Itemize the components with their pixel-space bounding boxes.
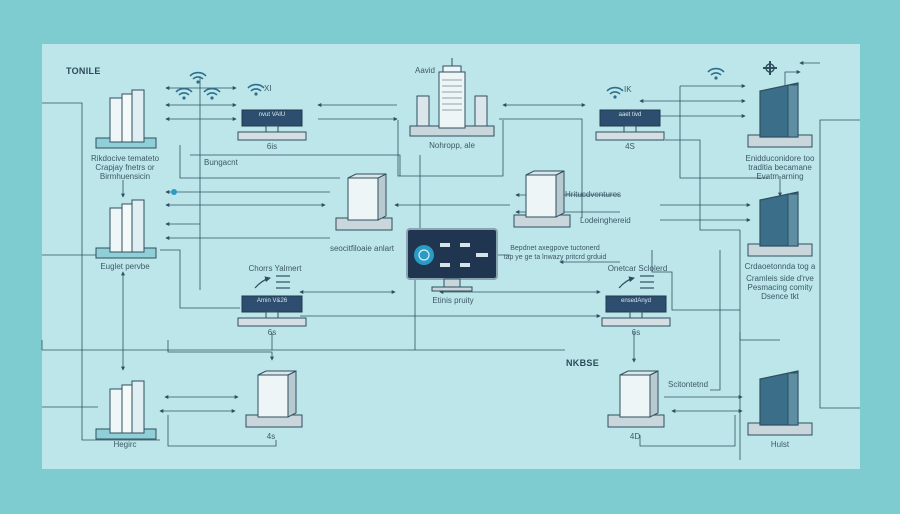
list-icon [254, 275, 654, 289]
node-label-hq-top-left: Rikdocive temateto Crapjay fnetrs or Bir… [90, 154, 160, 181]
node-label-server-left: 6s [267, 328, 277, 337]
glass-tower-icon[interactable] [747, 191, 813, 257]
wifi-icon [247, 83, 265, 97]
node-label-switch-top-right: 4S [625, 142, 635, 151]
wifi-icon [175, 87, 193, 101]
side-label: Hritucdventures [565, 190, 622, 199]
node-label-office-bottom-right: 4D [629, 432, 641, 441]
side-label: Scitontetnd [668, 380, 709, 389]
node-label-server-right: 6s [631, 328, 641, 337]
node-label-city: Nohropp, ale [429, 141, 475, 150]
wifi-icon [203, 87, 221, 101]
city-skyline-icon[interactable] [409, 58, 495, 137]
node-label-monitor: Etinis pruity [432, 296, 474, 305]
office-building-icon[interactable] [335, 173, 393, 231]
office-building-icon[interactable] [245, 370, 303, 428]
node-label-glass-tower-top: Enidduconidore too traditia becamane Eva… [745, 154, 815, 181]
node-dot [171, 189, 177, 195]
wifi-label: IK [624, 85, 632, 94]
node-label-office-mid-left: Euglet pervbe [100, 262, 150, 271]
section-header-bottom-center: NKBSE [566, 358, 600, 368]
inline-label: Bungacnt [204, 158, 238, 167]
glass-tower-icon[interactable] [747, 82, 813, 148]
node-label-glass-tower-bottom: Hulst [770, 440, 790, 449]
node-top-label-city: Aavid [414, 66, 435, 75]
office-building-icon[interactable] [95, 199, 157, 259]
office-building-icon[interactable] [95, 380, 157, 440]
office-building-icon[interactable] [513, 170, 571, 228]
node-label-glass-tower-mid: Crdaoetonnda tog a Cramleis side d'rve P… [744, 262, 816, 301]
node-title-server-right: Onetcar Sclolerd [607, 264, 668, 273]
node-title-server-left: Chorrs Yalmert [248, 264, 302, 273]
section-header-top-left: TONILE [66, 66, 101, 76]
wifi-icon [707, 67, 725, 81]
office-building-icon[interactable] [95, 89, 157, 149]
office-building-icon[interactable] [607, 370, 665, 428]
glass-tower-icon[interactable] [747, 370, 813, 436]
gear-icon [763, 61, 777, 75]
switch-screen-text: aaet tivd [618, 112, 642, 118]
node-label-office-bottom-center: 4s [266, 432, 276, 441]
side-label: Lodeinghereid [580, 216, 631, 225]
wifi-icon [606, 86, 624, 100]
wifi-label: XI [264, 84, 272, 93]
wifi-icon [189, 71, 207, 85]
node-label-switch-top-left: 6is [266, 142, 278, 151]
node-label-office-center-left: seocitfiloaie anlart [329, 244, 395, 253]
connection-lines [41, 61, 860, 460]
monitor-dashboard-icon[interactable] [406, 228, 498, 292]
server-screen-text: ensedAnyd [620, 298, 652, 304]
node-label-office-center-right: Bepdnet axegpove tuctonerd tap ye ge ta … [503, 245, 607, 261]
server-screen-text: Arnin V&26 [256, 298, 288, 304]
switch-screen-text: nvut VAIU [258, 112, 286, 118]
node-label-office-bottom-left: Hegirc [113, 440, 137, 449]
